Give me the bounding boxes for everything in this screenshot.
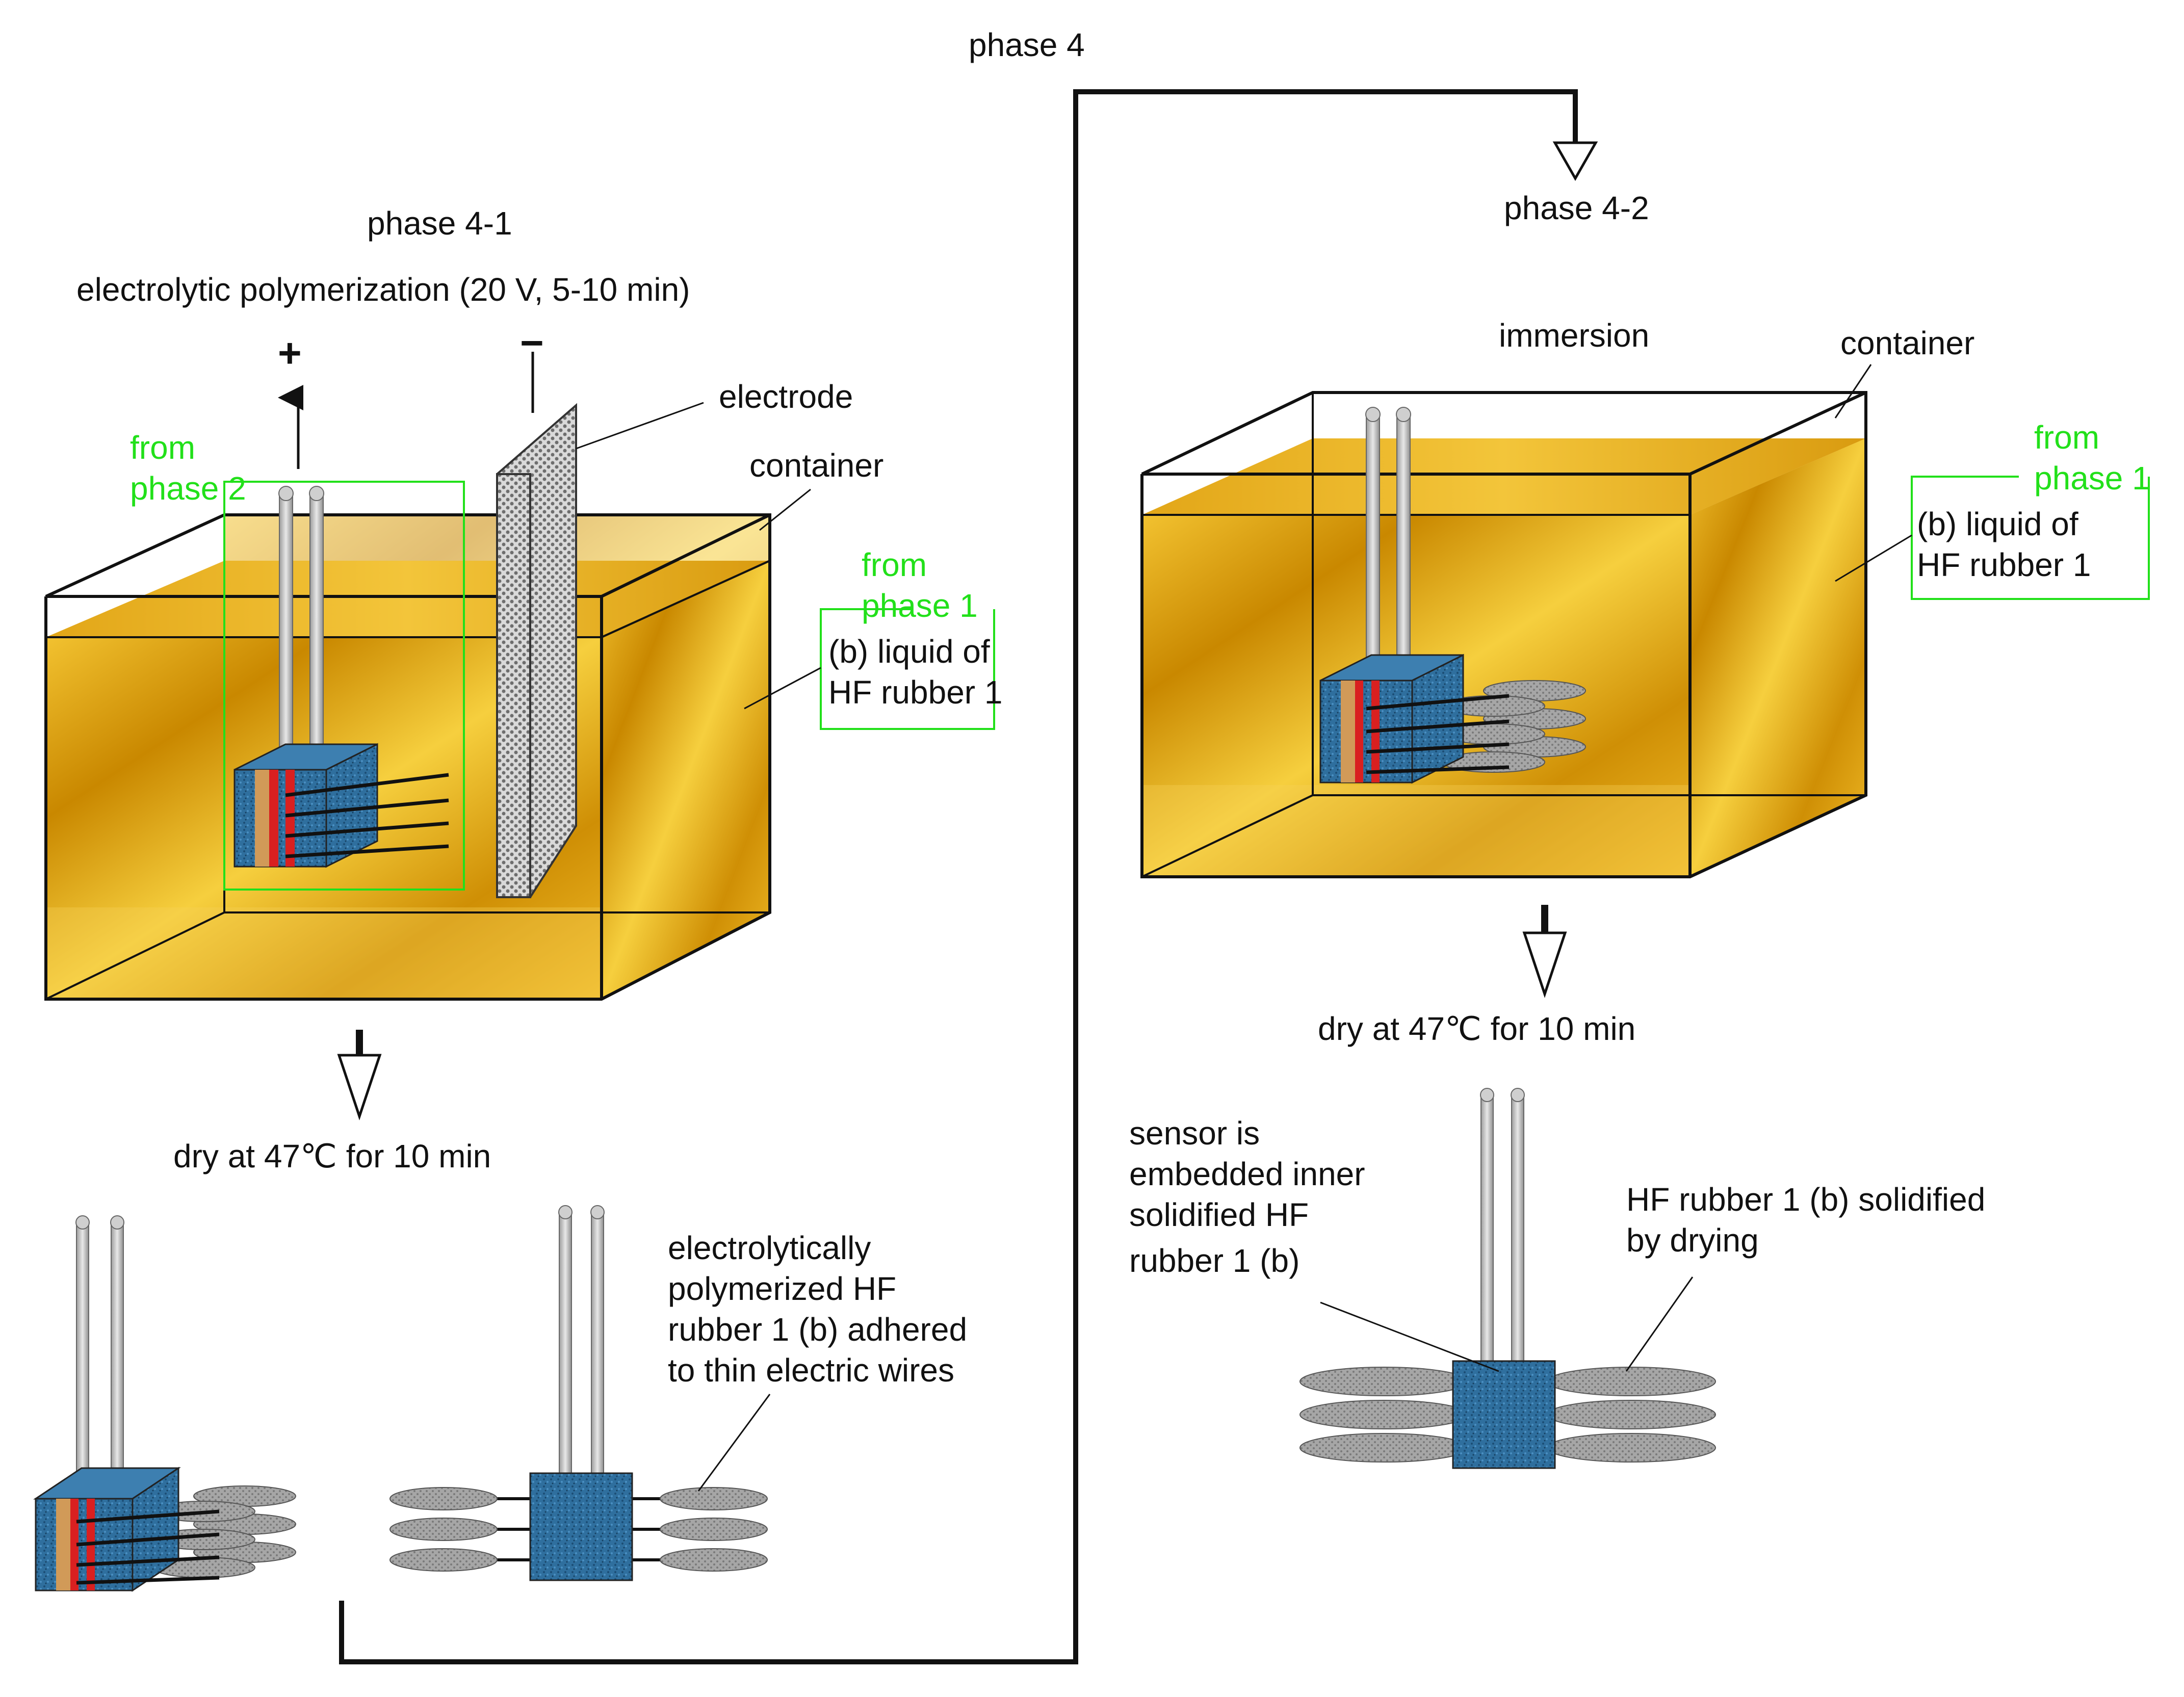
left-from-phase1-b: phase 1 (862, 587, 978, 624)
left-container-label: container (749, 447, 883, 484)
right-down-arrow (1522, 905, 1567, 998)
electrode-label: electrode (719, 378, 853, 415)
electrode-plate (496, 403, 577, 898)
sensor-leader (1320, 1301, 1499, 1372)
left-liquid-leader (744, 667, 821, 710)
left-from-phase1-box (820, 608, 995, 730)
right-liquid-b: HF rubber 1 (1917, 546, 2091, 583)
right-container (1140, 391, 1867, 878)
left-result-line-1: electrolytically (668, 1230, 871, 1266)
left-result-line-4: to thin electric wires (668, 1352, 954, 1389)
left-subtitle: electrolytic polymerization (20 V, 5-10 … (76, 271, 690, 308)
sensor-line-2: embedded inner (1129, 1156, 1365, 1192)
left-from-phase1-a: from (862, 546, 927, 583)
right-container-label: container (1840, 325, 1974, 361)
left-result-leader (697, 1394, 771, 1492)
from-phase2-b: phase 2 (130, 470, 246, 507)
left-liquid-a: (b) liquid of (828, 633, 990, 670)
left-dry-label: dry at 47℃ for 10 min (173, 1138, 491, 1174)
right-title: phase 4-2 (1504, 190, 1649, 226)
sensor-line-1: sensor is (1129, 1115, 1260, 1152)
from-phase2-box (223, 481, 465, 891)
left-result-line-2: polymerized HF (668, 1270, 896, 1307)
left-container-leader (759, 488, 811, 531)
minus-sign: − (520, 320, 544, 365)
right-sensor-assembly (1319, 407, 1586, 784)
right-from-phase1-b: phase 1 (2034, 460, 2150, 497)
right-liquid-leader (1835, 534, 1912, 582)
right-dry-label: dry at 47℃ for 10 min (1318, 1010, 1635, 1047)
left-result-front-view (389, 1205, 768, 1581)
left-liquid-b: HF rubber 1 (828, 674, 1002, 711)
sensor-line-4: rubber 1 (b) (1129, 1242, 1299, 1279)
solid-line-2: by drying (1626, 1222, 1759, 1259)
right-from-phase1-box (1911, 476, 2150, 600)
plus-sign: + (278, 330, 302, 376)
left-container (44, 513, 771, 1001)
right-result-front-view (1299, 1088, 1716, 1469)
solid-line-1: HF rubber 1 (b) solidified (1626, 1181, 1985, 1218)
solidified-leader (1625, 1276, 1694, 1372)
left-down-arrow (337, 1030, 382, 1120)
phase-connector-line (339, 89, 1578, 1664)
right-title-arrow (1552, 122, 1598, 181)
left-result-sensor (33, 1215, 296, 1592)
right-from-phase1-a: from (2034, 419, 2099, 456)
left-sensor-assembly (233, 486, 449, 868)
left-result-line-3: rubber 1 (b) adhered (668, 1311, 967, 1348)
right-liquid-a: (b) liquid of (1917, 506, 2078, 542)
sensor-line-3: solidified HF (1129, 1196, 1309, 1233)
electrode-leader (576, 402, 704, 450)
phase-title: phase 4 (969, 27, 1085, 63)
right-immersion: immersion (1499, 317, 1649, 354)
from-phase2-a: from (130, 429, 195, 466)
left-title: phase 4-1 (367, 205, 512, 242)
